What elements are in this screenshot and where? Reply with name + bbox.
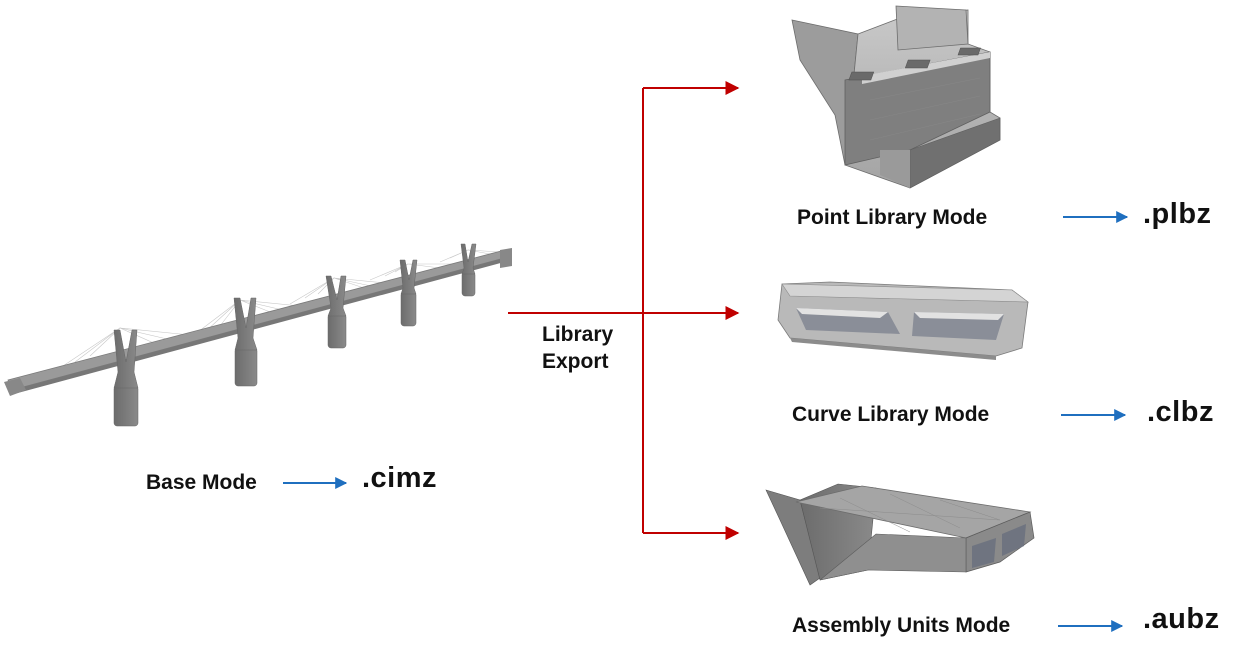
curve-library-model-image [777,281,1029,360]
library-export-arrows [508,81,740,540]
point-library-extension: .plbz [1143,198,1212,230]
assembly-units-extension: .aubz [1143,603,1220,635]
bridge-model-image [4,243,512,427]
extension-arrows [283,211,1129,632]
curve-library-label: Curve Library Mode [792,403,990,426]
library-export-line1: Library [542,323,614,346]
assembly-units-label: Assembly Units Mode [792,614,1011,637]
curve-library-extension: .clbz [1147,396,1214,428]
point-library-label: Point Library Mode [797,206,988,229]
base-extension: .cimz [362,462,438,494]
library-export-line2: Export [542,350,609,373]
assembly-units-model-image [765,483,1035,586]
library-export-label: Library Export [542,321,613,375]
point-library-model-image [791,5,1001,189]
base-mode-label: Base Mode [146,471,257,494]
